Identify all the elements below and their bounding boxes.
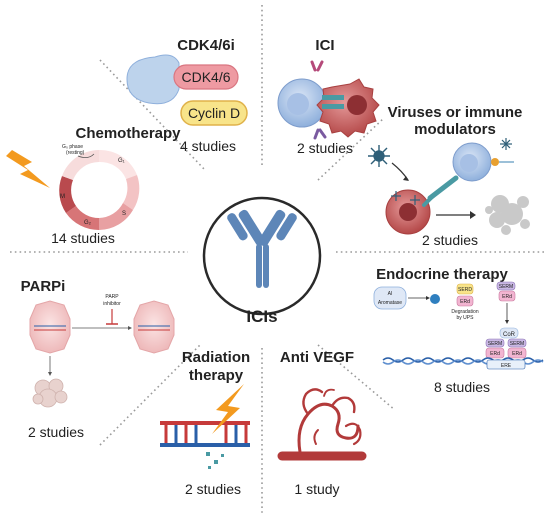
ere-label: ERE [501, 363, 512, 369]
cdk-enzyme-icon [126, 54, 180, 105]
radiation-title-line2: therapy [189, 367, 244, 384]
center-ici-hub: ICIs [202, 196, 322, 326]
erd-label-top: ERd [502, 294, 512, 300]
cdk-count: 4 studies [180, 138, 236, 154]
section-ici: ICI 2 studies [277, 37, 380, 156]
apoptotic-cell-icon [32, 378, 68, 408]
erd-label: ERd [460, 299, 470, 305]
corepressor-icon [499, 327, 519, 339]
ici-count: 2 studies [297, 140, 353, 156]
degradation-sublabel: by UPS [457, 315, 475, 321]
viruses-title-line2: modulators [414, 121, 496, 138]
separator-top-right [317, 117, 385, 181]
serm-label-left: SERM [488, 341, 502, 347]
g2-label: G₂ [84, 220, 92, 226]
ai-label: AI [388, 291, 393, 297]
aromatase-label: Aromatase [378, 300, 402, 306]
erd-label-right: ERd [512, 351, 522, 357]
section-endocrine: Endocrine therapy AI Aromatase SERD ERd … [373, 266, 544, 395]
parp-inhibitor-label: PARP [105, 294, 119, 300]
parpi-title: PARPi [21, 278, 66, 295]
blood-vessel-icon [277, 388, 367, 461]
cor-label: CoR [503, 332, 516, 338]
antivegf-count: 1 study [294, 481, 339, 497]
radiation-count: 2 studies [185, 481, 241, 497]
virus-small-icon [500, 138, 512, 150]
dna-fragment-icon [206, 452, 224, 469]
center-label: ICIs [246, 307, 277, 326]
section-chemotherapy: Chemotherapy G₀ phase (resting) G₁ S G₂ … [6, 125, 181, 246]
g0-phase-label: G₀ phase [62, 144, 83, 150]
section-separators [10, 5, 545, 515]
cyclin-d-box [180, 100, 248, 126]
serm-label-top: SERM [499, 284, 513, 290]
g0-phase-sublabel: (resting) [66, 150, 85, 156]
cdk-title: CDK4/6i [177, 37, 235, 54]
serd-icon [456, 283, 474, 295]
serm-label-right: SERM [510, 341, 524, 347]
dna-ladder-icon [160, 421, 250, 447]
parp-inhibitor-sublabel: inhibitor [103, 301, 121, 307]
cell-cycle-ring-icon [59, 149, 140, 231]
dna-damaged-cell-icon [29, 300, 71, 354]
radiation-title-line1: Radiation [182, 349, 250, 366]
endocrine-title: Endocrine therapy [376, 266, 508, 283]
chemo-count: 14 studies [51, 230, 115, 246]
cyclin-d-box-label: Cyclin D [188, 105, 240, 121]
cdk46-box-label: CDK4/6 [181, 69, 230, 85]
erd-label-left: ERd [490, 351, 500, 357]
separator-top-left [99, 59, 206, 171]
lightning-icon-chemo [6, 150, 50, 188]
s-label: S [122, 211, 126, 217]
ici-title: ICI [315, 37, 334, 54]
viruses-count: 2 studies [422, 232, 478, 248]
dead-cell-debris-icon [485, 195, 530, 235]
antibody-icon [227, 209, 297, 288]
parpi-count: 2 studies [28, 424, 84, 440]
aromatase-icon [373, 286, 407, 310]
chemo-title: Chemotherapy [75, 125, 181, 142]
degradation-label: Degradation [451, 309, 478, 315]
serd-label: SERD [458, 287, 472, 293]
virus-icon [368, 145, 390, 167]
section-cdk46i: CDK4/6i CDK4/6 Cyclin D 4 studies [126, 37, 248, 154]
pd1-receptor-icon [322, 95, 344, 100]
g1-label: G₁ [118, 158, 125, 164]
section-parpi: PARPi PARP inhibitor 2 studies [21, 278, 175, 440]
estrogen-icon [430, 294, 440, 304]
section-radiation: Radiation therapy 2 studies [160, 349, 250, 497]
section-viruses: Viruses or immune modulators [368, 104, 530, 248]
lightning-icon-radiation [212, 384, 244, 434]
section-anti-vegf: Anti VEGF 1 study [277, 349, 367, 497]
cdk46-box [173, 64, 239, 90]
antivegf-title: Anti VEGF [280, 349, 354, 366]
ere-element-icon [486, 359, 526, 370]
arrested-cell-icon [133, 300, 175, 354]
serm-icon [496, 281, 516, 291]
m-label: M [60, 194, 65, 200]
viruses-title-line1: Viruses or immune [388, 104, 523, 121]
endocrine-count: 8 studies [434, 379, 490, 395]
antibody-small-icon [310, 60, 324, 72]
